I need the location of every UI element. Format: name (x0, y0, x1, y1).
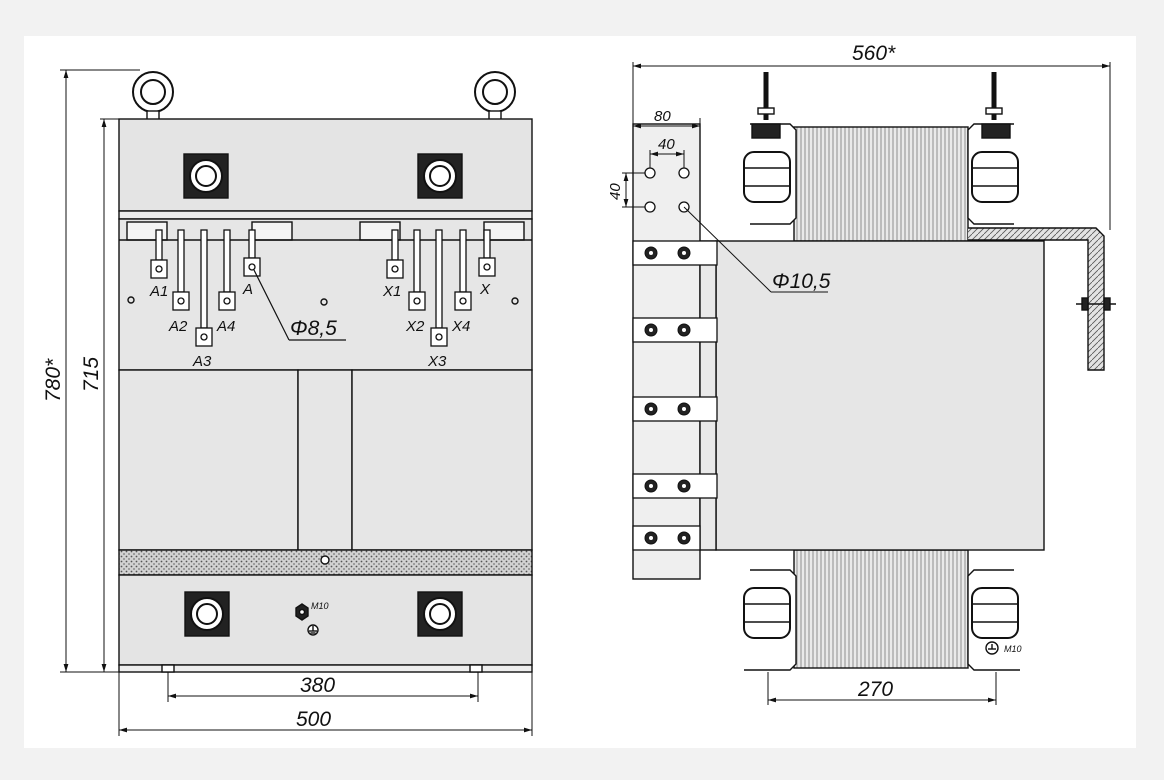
side-view (632, 72, 1116, 671)
hole-diameter-side: Φ10,5 (772, 270, 831, 293)
terminal-label-a2: A2 (168, 318, 188, 335)
hole-diameter-front: Φ8,5 (290, 317, 337, 340)
top-bolt-left (183, 153, 229, 199)
terminal-label-x4: X4 (451, 318, 470, 335)
dim-busbar-width: 80 (654, 108, 671, 125)
core-laminations-bottom (793, 549, 969, 669)
front-view (118, 71, 533, 673)
bottom-yoke (118, 574, 533, 666)
terminal-labels: A1 A2 A3 A4 A X1 X2 X3 X4 X (149, 281, 491, 370)
hv-terminal-leads (150, 229, 261, 347)
top-bolt-right (417, 153, 463, 199)
dim-height-body: 715 (80, 357, 103, 392)
clamp-bracket-top-left (743, 72, 797, 225)
terminal-label-x3: X3 (427, 353, 447, 370)
terminal-label-x1: X1 (382, 283, 401, 300)
busbar-plates (632, 240, 718, 551)
lv-terminal-leads (386, 229, 496, 347)
busbar-bolts (644, 246, 691, 545)
dim-width-total-side: 560* (852, 42, 896, 65)
dim-hole-spacing-h: 40 (658, 136, 675, 153)
front-dimensions (60, 69, 533, 736)
busbar-column (632, 123, 701, 580)
terminal-label-x2: X2 (405, 318, 425, 335)
terminal-label-a1: A1 (149, 283, 168, 300)
side-dimensions (622, 62, 1111, 705)
clamp-bracket-top-right (967, 72, 1019, 225)
top-yoke (118, 118, 533, 212)
grounding-strap (968, 227, 1116, 371)
dim-width-total: 500 (296, 708, 331, 731)
clamp-bracket-bottom-right (967, 569, 1020, 671)
dim-base-width: 270 (857, 678, 893, 701)
winding-right (351, 369, 533, 551)
bottom-bolt-left (184, 591, 230, 637)
ground-bolt-label-front: M10 (311, 601, 329, 611)
terminal-label-a4: A4 (216, 318, 235, 335)
terminal-label-a: A (242, 281, 253, 298)
core-center (297, 369, 353, 551)
terminal-label-a3: A3 (192, 353, 212, 370)
bottom-bolt-right (417, 591, 463, 637)
ground-bolt-label-side: M10 (1004, 644, 1022, 654)
busbar-hole-marks (649, 251, 686, 540)
hole-diameter-leader-front (253, 269, 346, 341)
core-laminations-top (793, 126, 969, 242)
dim-height-total: 780* (42, 358, 65, 402)
winding-left (118, 369, 299, 551)
clamp-bracket-bottom-left (743, 569, 797, 671)
terminal-label-x: X (479, 281, 491, 298)
dim-hole-spacing-v: 40 (607, 183, 624, 200)
ground-bolt-icon (295, 603, 319, 636)
winding-block (715, 240, 1045, 551)
dim-width-mounting: 380 (300, 674, 335, 697)
